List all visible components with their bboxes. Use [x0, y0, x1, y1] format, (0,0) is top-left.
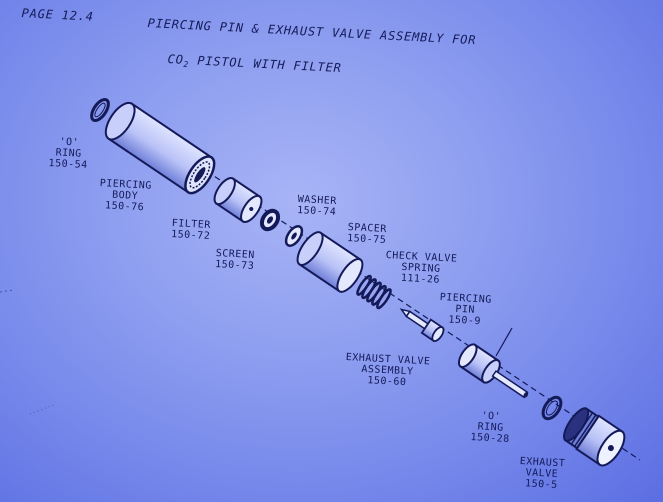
o-ring-150-28-part	[541, 395, 563, 421]
subtitle-subscript: 2	[183, 59, 190, 70]
exhaust-valve-150-5-part	[562, 407, 626, 467]
label-filter-150-72: FILTER 150-72	[171, 218, 211, 242]
check-valve-spring-111-26-part	[356, 274, 392, 310]
exhaust-valve-assembly-150-60-part	[457, 343, 529, 399]
label-spacer-150-75: SPACER 150-75	[347, 222, 387, 246]
label-piercing-pin-150-9: PIERCING PIN 150-9	[438, 292, 492, 328]
label-o-ring-150-28: 'O' RING 150-28	[470, 410, 511, 445]
o-ring-150-54-part	[90, 98, 110, 122]
smudge-mark	[0, 289, 15, 293]
label-o-ring-150-54: 'O' RING 150-54	[48, 136, 89, 171]
label-screen-150-73: SCREEN 150-73	[215, 248, 255, 272]
subtitle-co: CO	[167, 52, 185, 67]
smudge-mark	[29, 403, 57, 415]
label-part-number: 150-75	[346, 232, 387, 247]
label-exhaust-valve-assembly-150-60: EXHAUST VALVE ASSEMBLY 150-60	[344, 352, 430, 389]
label-part-number: 150-28	[470, 431, 510, 446]
piercing-body-150-76-part	[104, 101, 216, 195]
label-piercing-body-150-76: PIERCING BODY 150-76	[98, 178, 152, 214]
label-part-number: 150-74	[296, 204, 337, 219]
screen-150-73-part	[259, 208, 281, 232]
filter-150-72-part	[213, 177, 263, 223]
leader-line	[495, 327, 513, 357]
label-exhaust-valve-150-5: EXHAUST VALVE 150-5	[518, 456, 565, 491]
label-part-number: 150-5	[524, 478, 558, 492]
spacer-150-75-part	[296, 231, 364, 293]
washer-150-74-part	[284, 225, 304, 247]
label-part-number: 150-54	[48, 157, 88, 172]
label-part-number: 150-72	[170, 228, 211, 243]
label-part-number: 150-73	[214, 258, 255, 273]
label-washer-150-74: WASHER 150-74	[297, 194, 337, 218]
label-check-valve-spring-111-26: CHECK VALVE SPRING 111-26	[384, 250, 457, 287]
piercing-pin-150-9-part	[399, 308, 445, 342]
